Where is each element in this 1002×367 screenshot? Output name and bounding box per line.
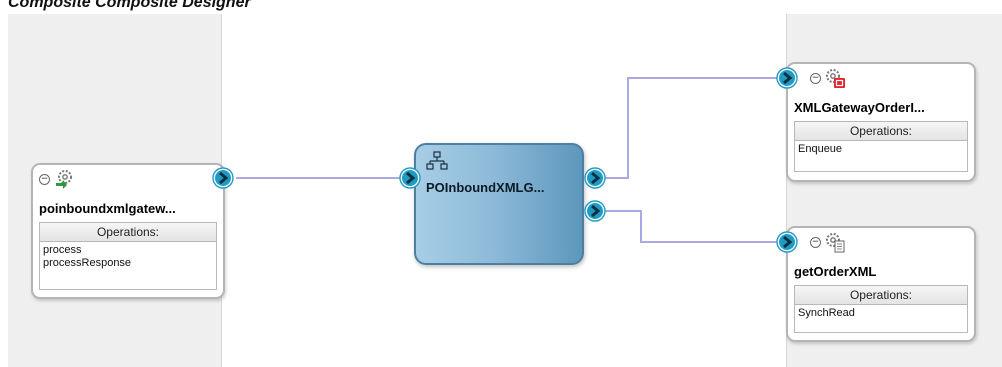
wire-component-to-gateway[interactable] (605, 77, 778, 179)
operations-list: SynchRead (795, 305, 967, 322)
file-adapter-icon (826, 233, 845, 253)
operation-item[interactable]: Enqueue (798, 143, 843, 155)
component-output-port-chevron-icon[interactable] (584, 167, 606, 189)
service-card-header: − (39, 169, 75, 189)
reference-port-chevron-icon[interactable] (776, 231, 798, 253)
component-output-port-chevron-icon[interactable] (584, 200, 606, 222)
operations-panel: Operations: SynchRead (794, 285, 968, 333)
reference-card-xmlgateway[interactable]: − XMLGatewayOrderI... Operations: Enqueu… (786, 62, 976, 182)
service-port-chevron-icon[interactable] (212, 167, 234, 189)
aq-adapter-icon (826, 69, 845, 88)
operations-panel: Operations: process processResponse (39, 222, 217, 290)
service-card-poinbound[interactable]: − poinboundxmlgatew... Operations: proce… (31, 163, 225, 299)
collapse-icon[interactable]: − (810, 72, 821, 84)
reference-card-getorderxml[interactable]: − getOrderXML Operations: SynchRead (786, 226, 976, 342)
reference-title: getOrderXML (794, 264, 877, 279)
component-title: POInboundXMLG... (426, 180, 545, 195)
bpel-component-poinbound[interactable]: POInboundXMLG... (414, 143, 584, 265)
service-title: poinboundxmlgatew... (39, 201, 176, 216)
bpel-process-icon (426, 151, 448, 170)
collapse-icon[interactable]: − (39, 173, 50, 185)
collapse-icon[interactable]: − (810, 236, 821, 248)
operations-header: Operations: (795, 122, 967, 141)
operations-list: process processResponse (40, 242, 216, 272)
reference-card-header: − (810, 68, 846, 88)
reference-card-header: − (810, 232, 846, 253)
operation-item[interactable]: processResponse (43, 257, 132, 269)
component-input-port-chevron-icon[interactable] (399, 167, 421, 189)
gear-inbound-icon (56, 170, 72, 189)
operations-header: Operations: (40, 223, 216, 242)
operations-list: Enqueue (795, 141, 967, 158)
operation-item[interactable]: SynchRead (798, 307, 855, 319)
reference-port-chevron-icon[interactable] (776, 67, 798, 89)
operation-item[interactable]: process (43, 244, 82, 256)
wire-component-to-getorder[interactable] (605, 210, 778, 243)
reference-title: XMLGatewayOrderI... (794, 100, 925, 115)
operations-header: Operations: (795, 286, 967, 305)
diagram-caption: Composite Composite Designer (8, 0, 251, 11)
operations-panel: Operations: Enqueue (794, 121, 968, 172)
